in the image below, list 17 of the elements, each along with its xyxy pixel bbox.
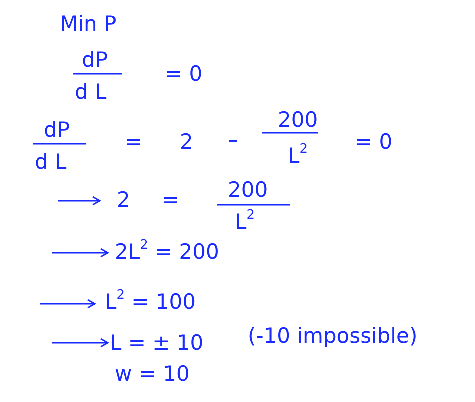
minus-sign: – (228, 130, 238, 151)
numerator: dP (82, 50, 108, 71)
number: 2 (117, 190, 130, 211)
note-text: (-10 impossible) (248, 326, 418, 347)
equals-sign: = (125, 132, 143, 153)
equation-text: = 0 (355, 132, 393, 153)
numerator: dP (44, 120, 70, 141)
equals-sign: = (162, 190, 180, 211)
equation-text: w = 10 (115, 364, 190, 385)
numerator: 200 (278, 110, 318, 131)
denominator: d L (75, 82, 107, 103)
equation-text: = 0 (165, 64, 203, 85)
number: 2 (180, 132, 194, 153)
equation-text: L = ± 10 (110, 333, 204, 354)
heading-text: Min P (60, 14, 117, 35)
denominator: d L (35, 152, 67, 173)
numerator: 200 (228, 180, 268, 201)
